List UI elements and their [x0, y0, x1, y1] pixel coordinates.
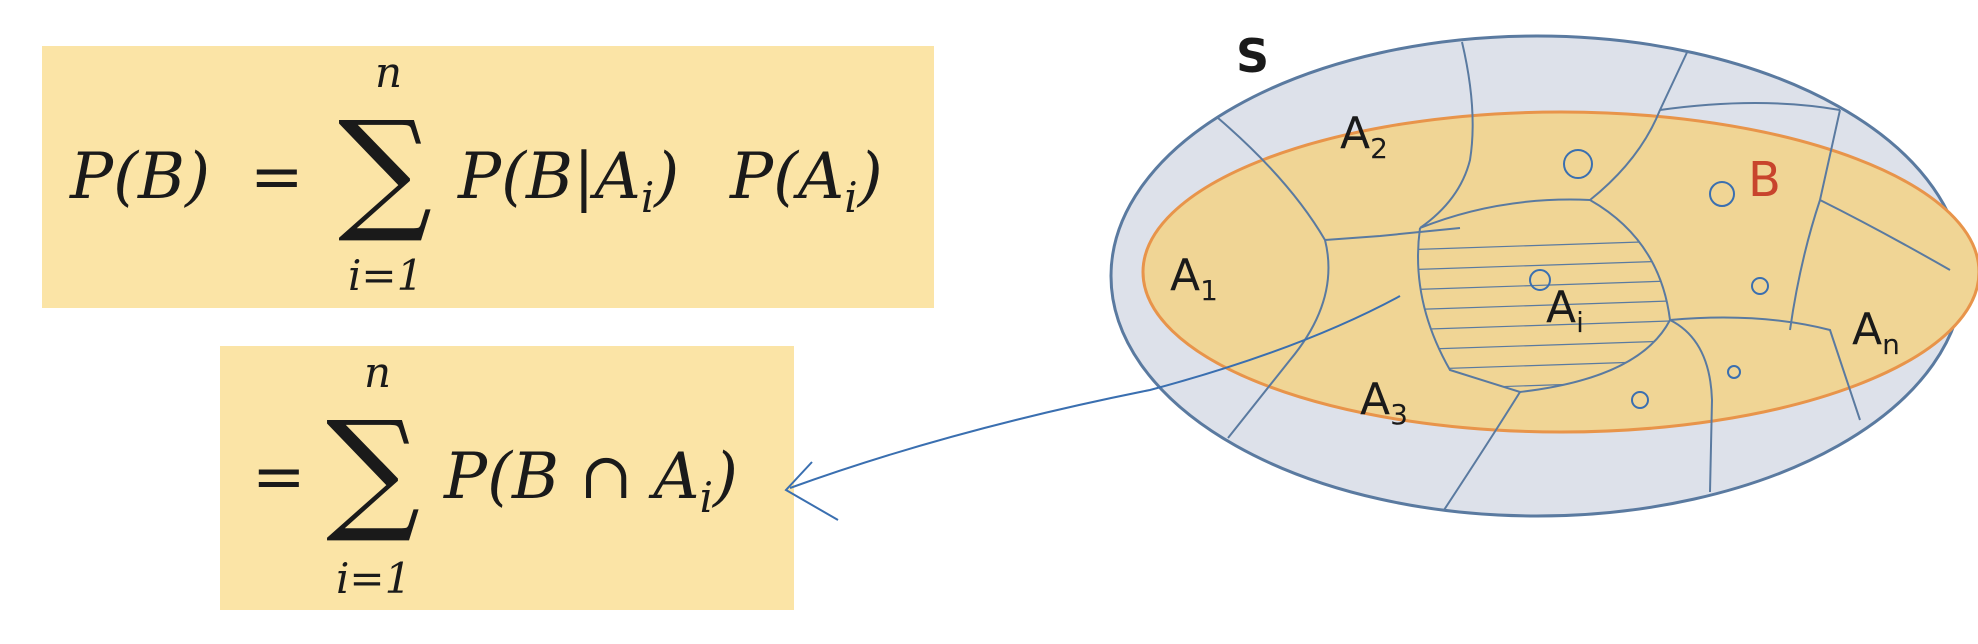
formula1-equals: = [250, 140, 304, 214]
formula1-term1-close: ) [654, 140, 680, 214]
formula1-term2-sub: i [844, 172, 858, 222]
formula2-intersection-term: P(B ∩ Ai) [444, 440, 738, 522]
sample-space-label: S [1236, 29, 1269, 83]
partition-ai-sub: i [1576, 306, 1584, 339]
partition-a2-sub: 2 [1370, 132, 1388, 165]
formula1-conditional-term: P(B|Ai) [458, 140, 679, 222]
connector-arrow [789, 295, 1401, 489]
partition-lines [1217, 41, 1951, 511]
partition-label-a2: A2 [1340, 108, 1388, 165]
formula1-term2-close: ) [857, 140, 883, 214]
formula1-term1-text: P(B|A [458, 140, 641, 214]
partition-a3-base: A [1360, 374, 1390, 425]
formula2-sigma: ∑ [326, 393, 421, 547]
formula2-term-sub: i [699, 472, 714, 522]
formula2-equals: = [252, 440, 306, 514]
event-b-label: B [1748, 152, 1781, 208]
partition-label-a1: A1 [1170, 250, 1218, 307]
formula2-term-text: P(B ∩ A [444, 440, 700, 514]
doodle-circles [1529, 149, 1769, 409]
formula1-lhs: P(B) [70, 140, 211, 214]
partition-ai-base: A [1546, 282, 1576, 333]
formula1-term2-text: P(A [730, 140, 845, 214]
formula1-sigma: ∑ [338, 93, 433, 247]
formula1-term1-sub: i [640, 172, 655, 222]
partition-label-an: An [1852, 304, 1900, 361]
partition-a3-sub: 3 [1390, 398, 1408, 431]
event-b-ellipse [1141, 110, 1978, 434]
formula-box-total-probability [42, 46, 934, 308]
formula1-prior-term: P(Ai) [730, 140, 883, 222]
partition-label-a3: A3 [1360, 374, 1408, 431]
partition-label-ai: Ai [1546, 282, 1584, 339]
partition-an-sub: n [1882, 328, 1900, 361]
partition-a2-base: A [1340, 108, 1370, 159]
partition-a1-base: A [1170, 250, 1200, 301]
formula1-lower-limit: i=1 [348, 251, 424, 300]
formula1-upper-limit: n [375, 48, 403, 97]
formula-box-intersection-sum [220, 346, 794, 610]
formula2-term-close: ) [713, 440, 738, 514]
partition-an-base: A [1852, 304, 1882, 355]
formula2-lower-limit: i=1 [336, 554, 412, 603]
connector-arrowhead [784, 461, 839, 521]
formula2-upper-limit: n [364, 348, 392, 397]
partition-a1-sub: 1 [1200, 274, 1218, 307]
